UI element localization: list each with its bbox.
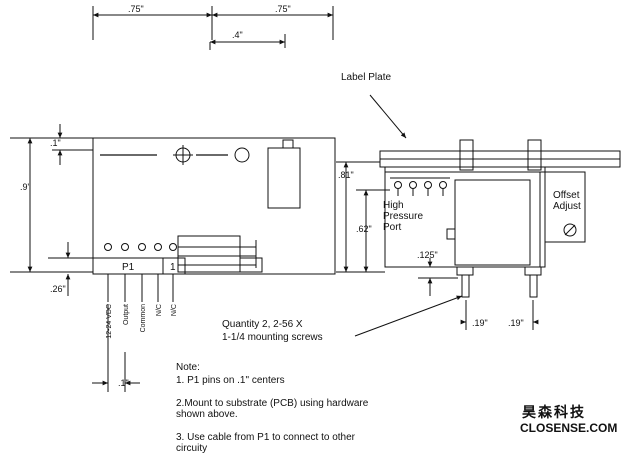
pin-label: 12-24 VDC [106, 304, 113, 339]
sensor-body [177, 235, 263, 273]
dim-side-offset: .81" [338, 170, 354, 180]
note-2: 2.Mount to substrate (PCB) using hardwar… [176, 398, 369, 420]
dim-board-height: .9" [20, 182, 31, 192]
brand-chinese-name: 昊森科技 [522, 405, 586, 421]
brand-website: CLOSENSE.COM [520, 421, 618, 435]
dim-top-margin: .1" [50, 138, 61, 148]
dim-port-base: .125" [417, 250, 438, 260]
dim-top-right-width: .75" [275, 4, 291, 14]
side-view [379, 139, 621, 298]
note-3: 3. Use cable from P1 to connect to other… [176, 432, 355, 454]
p1-label: P1 [122, 262, 135, 273]
dim-screw-left: .19" [472, 318, 488, 328]
pin-label: Common [140, 304, 147, 333]
potentiometer-component [267, 139, 301, 209]
pin-label: Output [123, 304, 130, 325]
dim-connector-strip: .26" [50, 284, 66, 294]
dim-port-height: .62" [356, 224, 372, 234]
note-heading: Note: [176, 362, 200, 373]
p1-connector-strip [92, 257, 186, 275]
pin-label: N/C [156, 304, 163, 316]
mounting-hole-left [173, 145, 193, 165]
dim-screw-right: .19" [508, 318, 524, 328]
note-1: 1. P1 pins on .1" centers [176, 375, 285, 386]
dim-pin-pitch: .1" [118, 378, 129, 388]
label-plate-label: Label Plate [341, 72, 391, 83]
pin-one-label: 1 [170, 262, 176, 273]
dim-hole-spacing: .4" [232, 30, 243, 40]
mounting-hole-right [234, 147, 250, 163]
front-view-board [92, 137, 336, 275]
dim-top-left-width: .75" [128, 4, 144, 14]
pin-label: N/C [171, 304, 178, 316]
